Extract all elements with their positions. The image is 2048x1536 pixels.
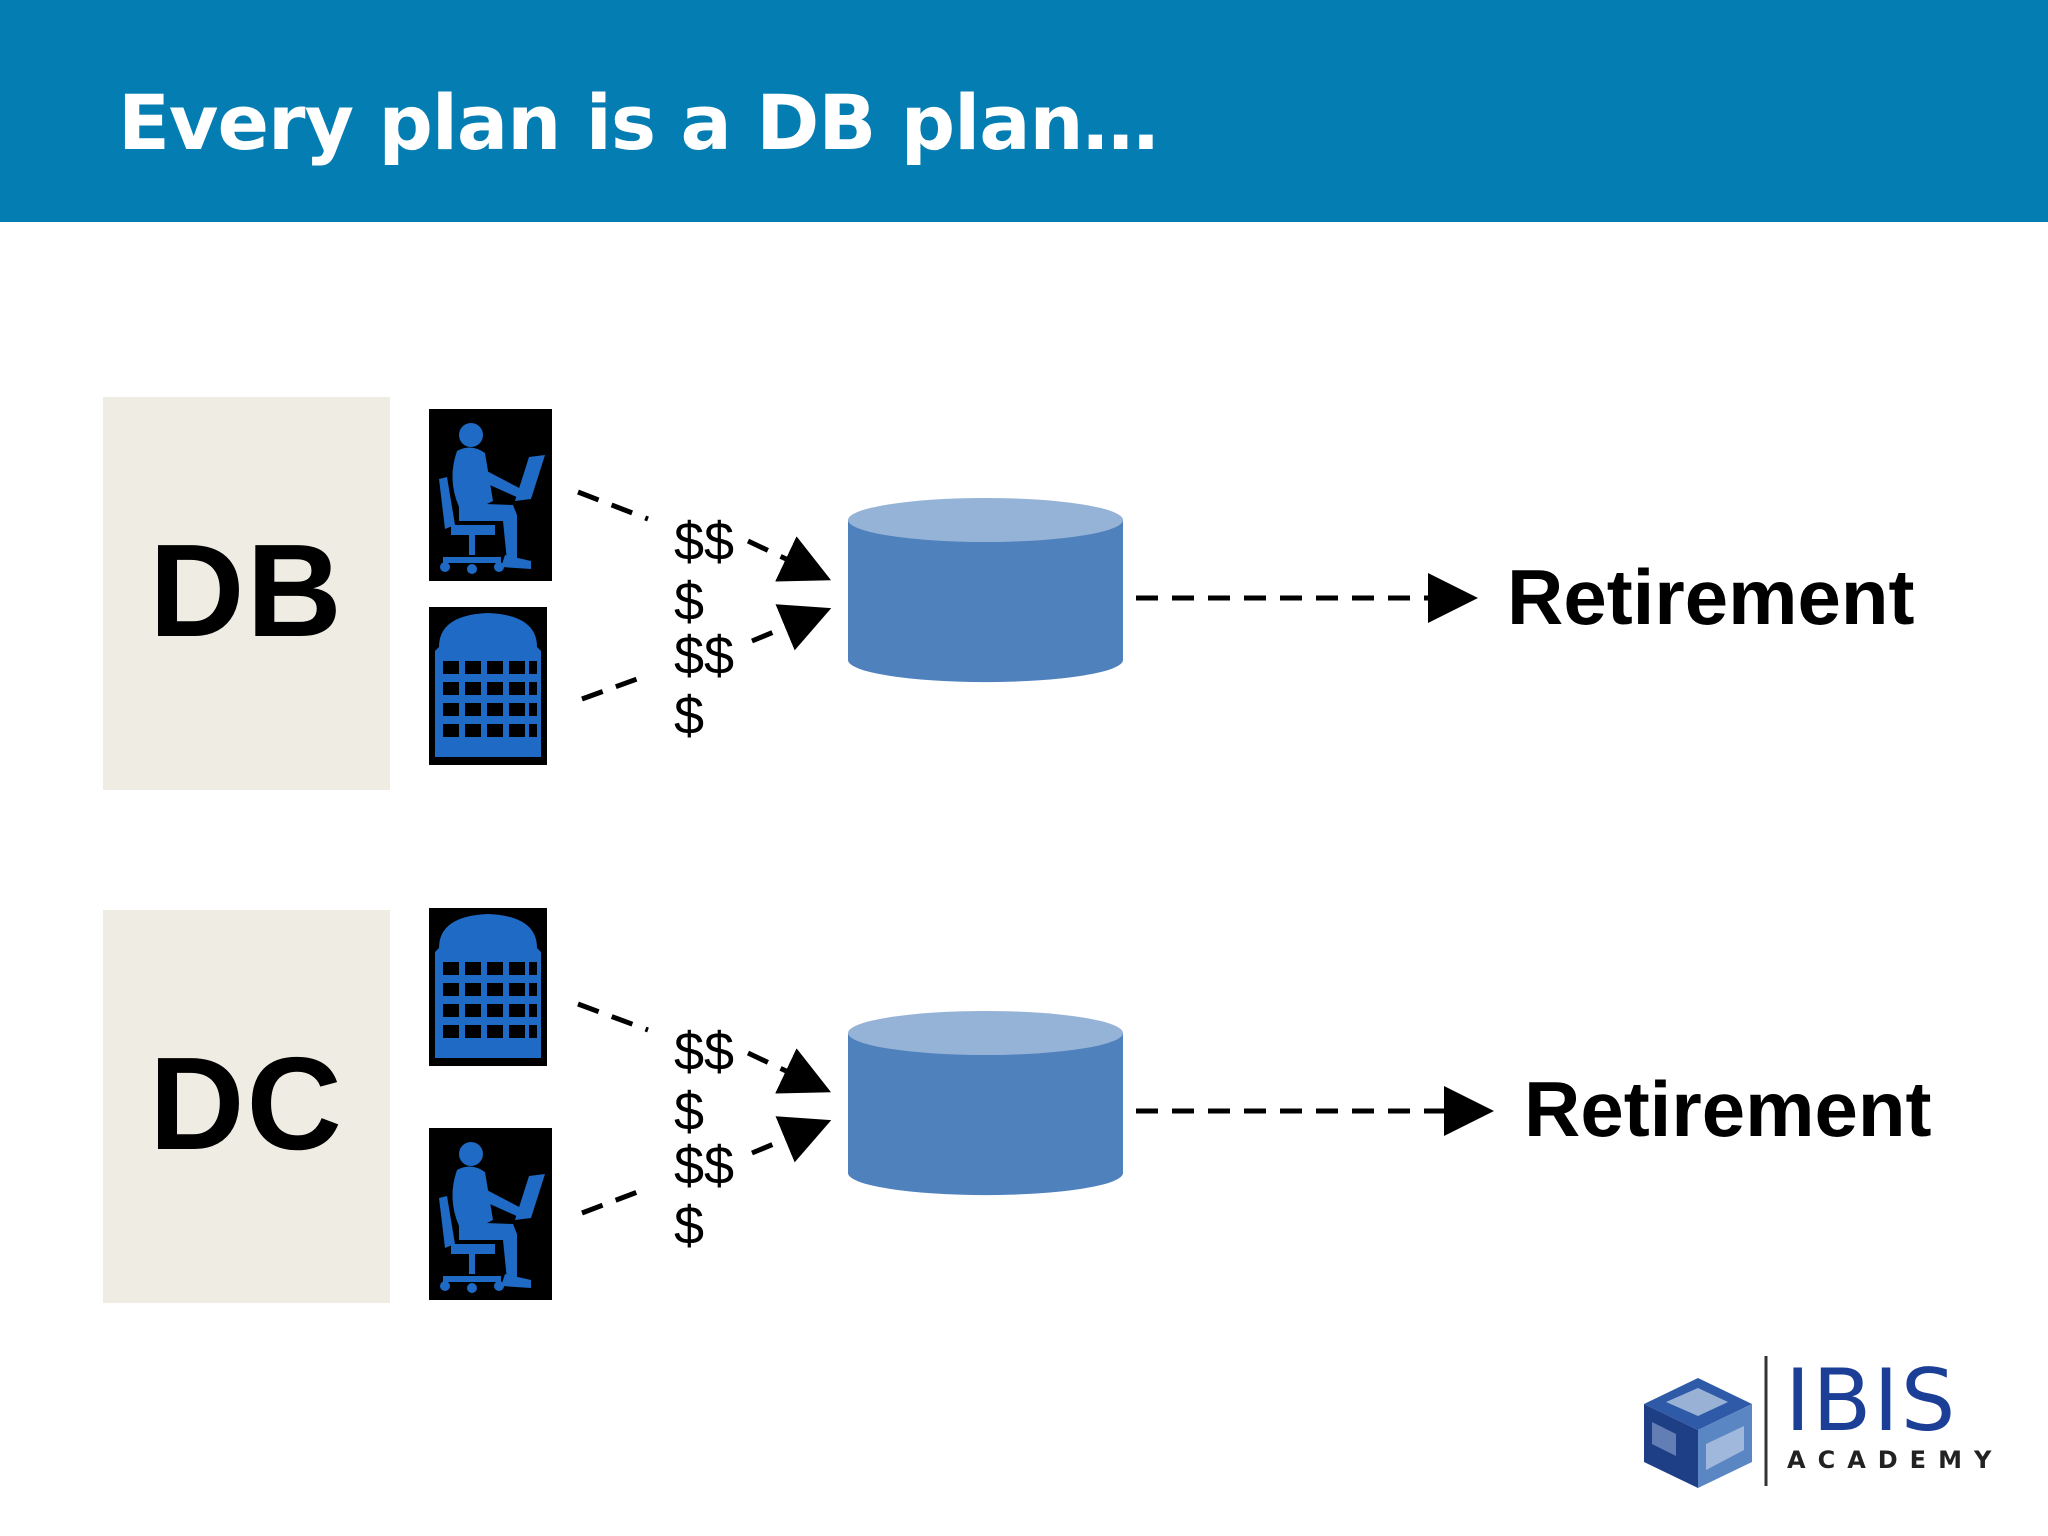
fund-pool-cylinder: [848, 1011, 1123, 1196]
db-label-box: DB: [103, 397, 390, 790]
ibis-academy-logo: [1644, 1356, 1768, 1488]
retirement-label: Retirement: [1507, 553, 1915, 641]
money-label: $$ $: [674, 1022, 735, 1142]
building-icon: [429, 607, 547, 765]
flow-arrow: [581, 672, 649, 702]
header-bar: Every plan is a DB plan…: [0, 0, 2048, 222]
flow-arrow: [746, 536, 832, 582]
flow-arrow: [751, 1116, 832, 1163]
logo-subtitle: ACADEMY: [1787, 1446, 2004, 1474]
building-icon: [429, 908, 547, 1066]
flow-arrow: [751, 604, 832, 651]
flow-arrow: [581, 1185, 649, 1216]
flow-arrow: [746, 1048, 832, 1094]
dc-label-box: DC: [103, 910, 390, 1303]
retirement-label: Retirement: [1524, 1065, 1932, 1153]
money-label: $$ $: [674, 626, 735, 746]
dc-label: DC: [149, 1030, 344, 1177]
money-label: $$ $: [674, 512, 735, 632]
worker-icon: [429, 1128, 552, 1300]
worker-icon: [429, 409, 552, 581]
fund-pool-cylinder: [848, 498, 1123, 683]
db-label: DB: [149, 517, 344, 664]
logo-name: IBIS: [1785, 1351, 1958, 1451]
flow-arrow: [577, 489, 649, 522]
money-label: $$ $: [674, 1136, 735, 1256]
page-title: Every plan is a DB plan…: [118, 78, 1159, 167]
flow-arrow: [577, 1001, 649, 1033]
